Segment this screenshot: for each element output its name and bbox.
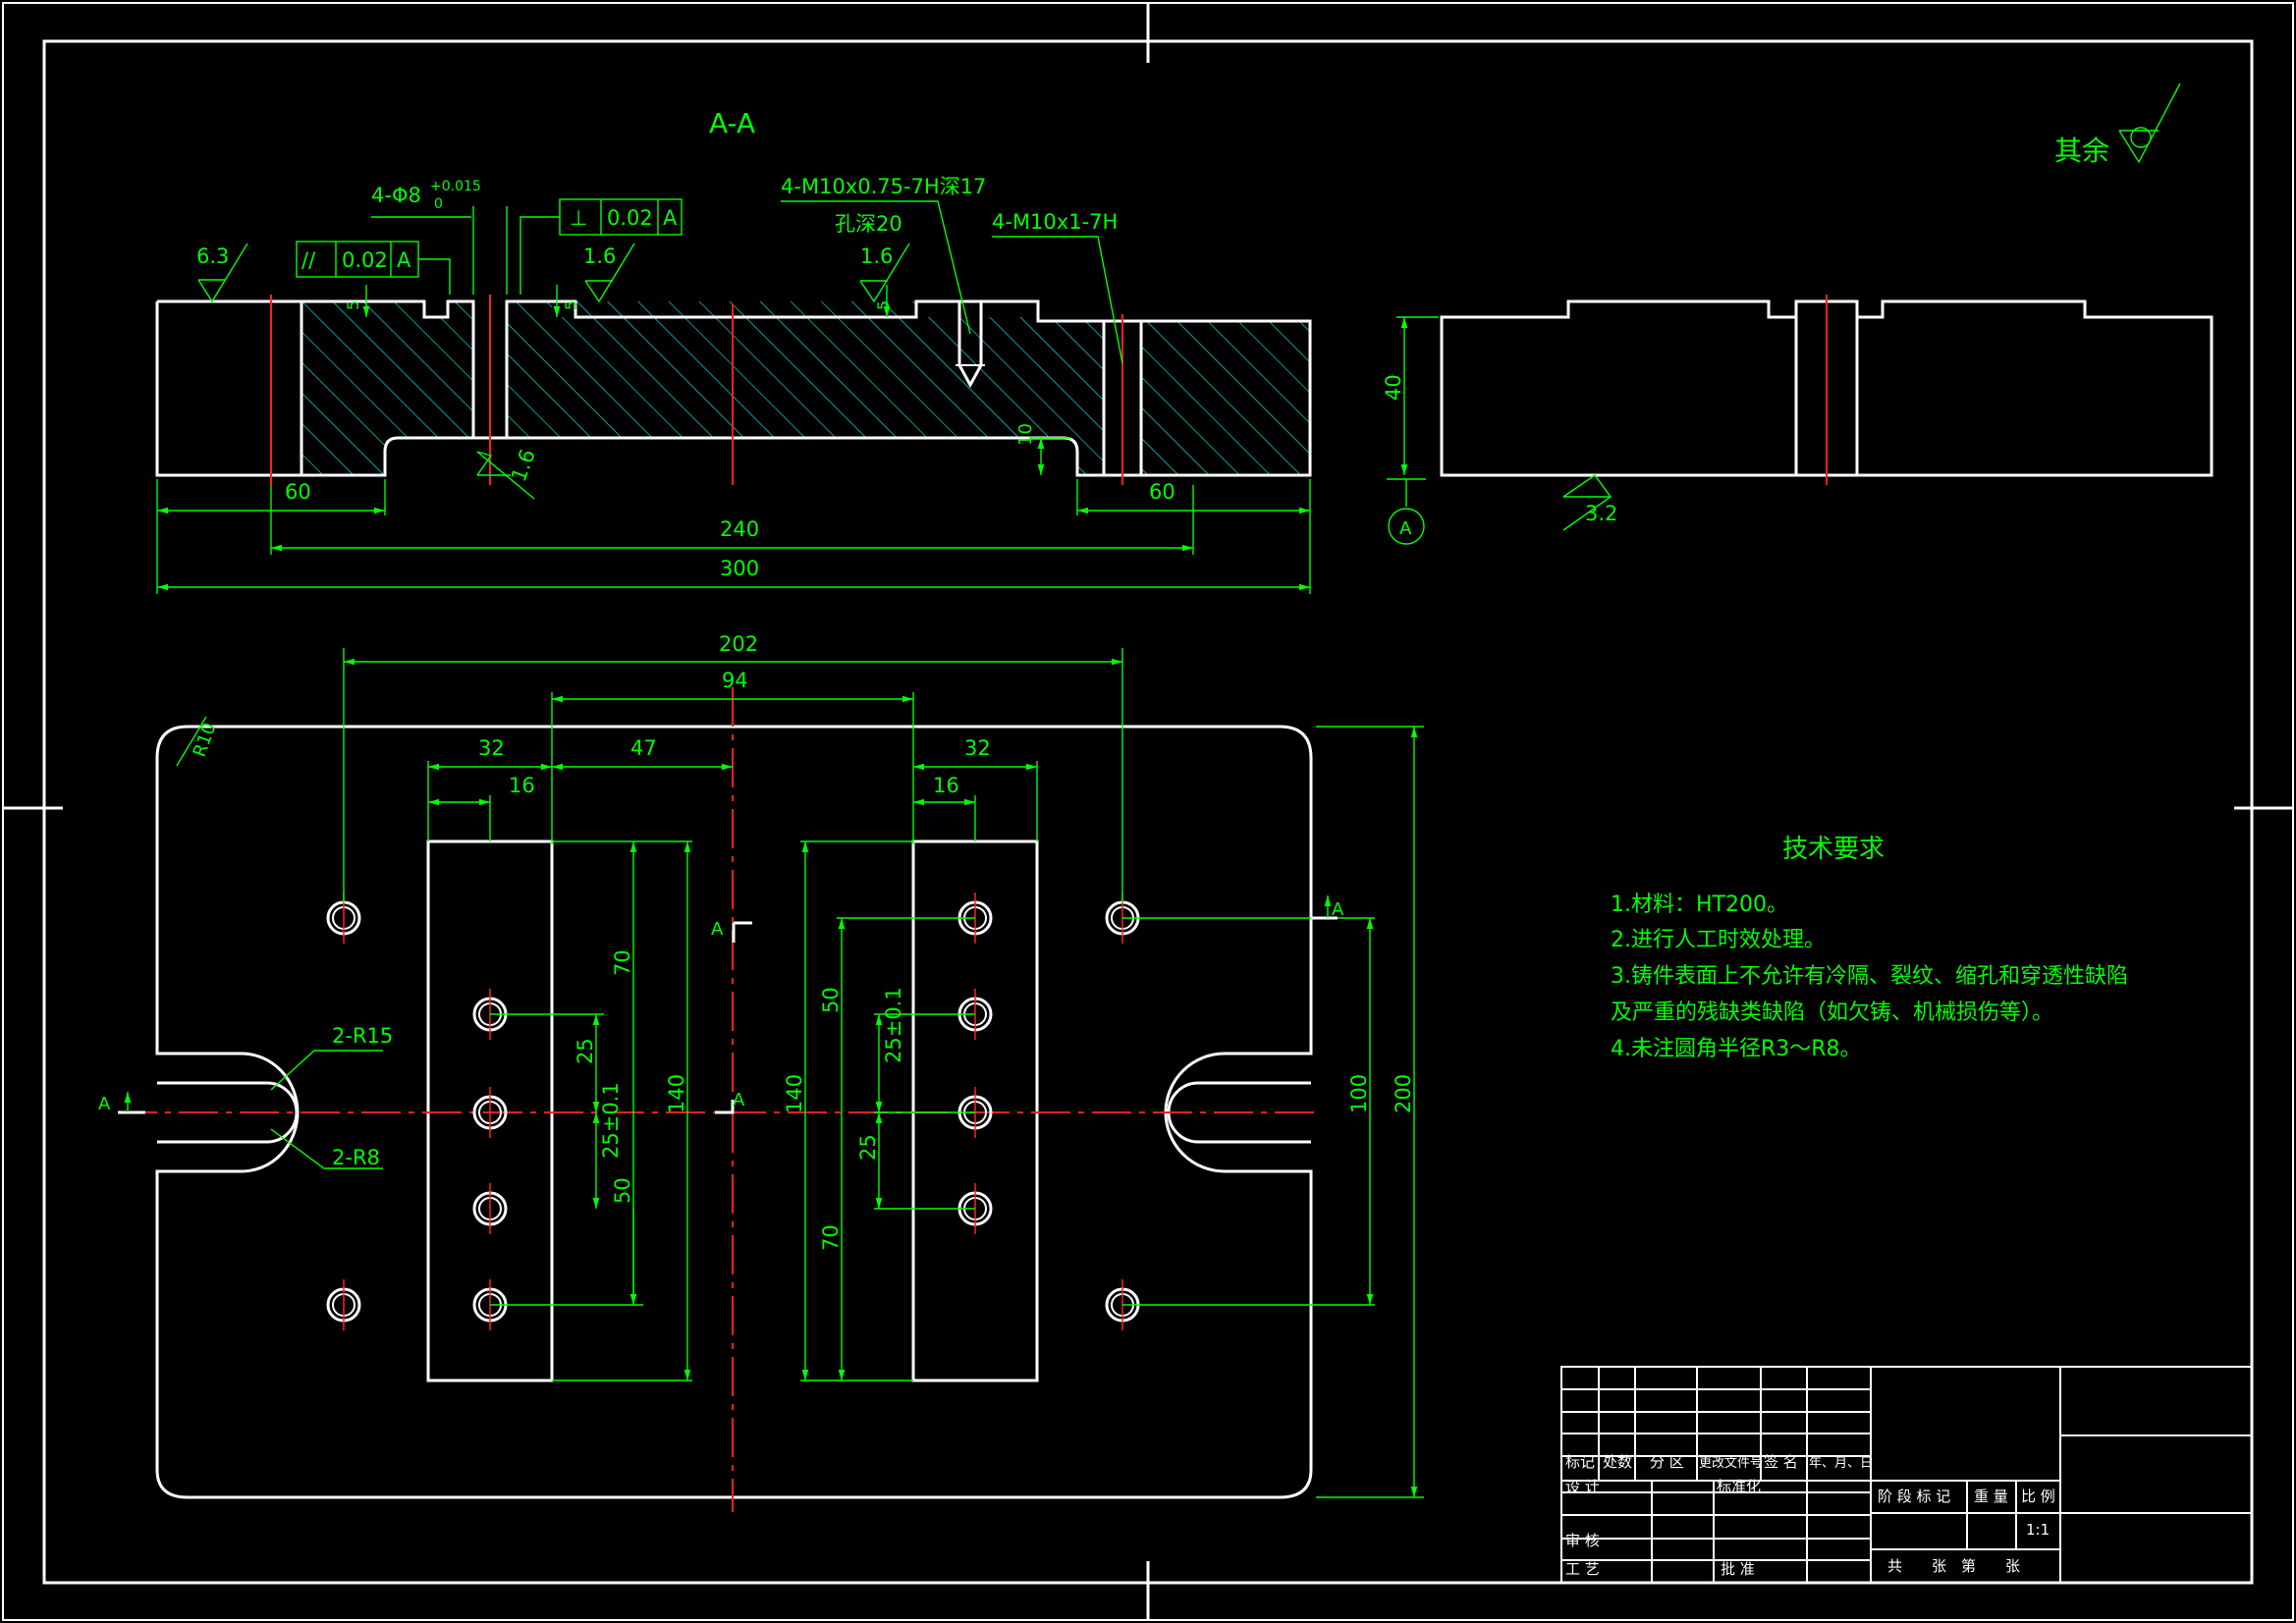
bolt-hole	[472, 1183, 508, 1234]
roughness-1-6-b-value: 1.6	[860, 244, 893, 268]
fcf-perp-symbol: ⊥	[570, 206, 587, 230]
dim-140-right: 140	[783, 1074, 806, 1113]
default-roughness-label: 其余	[2054, 135, 2109, 167]
tech-item-2: 2.进行人工时效处理。	[1611, 928, 1826, 952]
thread-callout-1: 4-M10x0.75-7H深17	[781, 175, 986, 198]
section-mark-top: A	[711, 919, 724, 940]
holes-phi-callout: 4-Φ8	[371, 184, 421, 207]
dim-25-tol-right: 25±0.1	[882, 987, 905, 1063]
dim-300: 300	[720, 557, 759, 580]
tb-review: 审 核	[1565, 1532, 1600, 1549]
section-view	[155, 295, 1312, 485]
tb-scale-label: 比 例	[2021, 1488, 2055, 1505]
holes-phi-tol-upper: +0.015	[430, 179, 481, 194]
roughness-1-6-a-value: 1.6	[583, 244, 616, 268]
tb-sheets: 共 张 第 张	[1887, 1557, 2020, 1575]
dim-200: 200	[1392, 1074, 1415, 1113]
tb-weight: 重 量	[1974, 1488, 2008, 1505]
fcf-perpendicular: ⊥ 0.02 A	[519, 198, 683, 295]
tech-item-3: 3.铸件表面上不允许有冷隔、裂纹、缩孔和穿透性缺陷	[1611, 964, 2128, 989]
title-block: 标记 处数 分 区 更改文件号 签 名 年、月、日 设 计 标准化 审 核 工 …	[1560, 1366, 2253, 1584]
radius-2-r8: 2-R8	[332, 1146, 380, 1169]
default-roughness-icon	[2118, 82, 2181, 164]
section-mark-mid: A	[733, 1090, 745, 1110]
side-view: 40 A 3.2	[1382, 295, 2214, 545]
datum-a-label: A	[1399, 518, 1412, 539]
dim-60-right: 60	[1149, 480, 1175, 504]
dim-94: 94	[722, 669, 748, 692]
dim-202: 202	[719, 632, 758, 656]
plan-dimensions: 202 94 32 47 32 16 16 70 25 25±0.1 50 14…	[98, 632, 1424, 1498]
dim-140-left: 140	[665, 1074, 688, 1113]
dim-16-right: 16	[933, 774, 959, 797]
section-callouts: 4-Φ8 +0.015 0 4-M10x0.75-7H深17 孔深20 4-M1…	[196, 82, 2181, 500]
dim-16-left: 16	[509, 774, 535, 797]
dim-10: 10	[1015, 423, 1036, 446]
dim-32-left: 32	[478, 736, 505, 760]
section-dimensions: 60 60 240 300 10 5 5 5	[156, 285, 1311, 594]
fcf-parallel-datum: A	[397, 248, 411, 272]
section-mark-right: A	[1332, 899, 1344, 920]
tb-design: 设 计	[1565, 1478, 1600, 1495]
roughness-6-3: 6.3	[196, 243, 248, 303]
tech-item-1: 1.材料：HT200。	[1611, 893, 1788, 917]
tb-label-date: 年、月、日	[1809, 1456, 1873, 1471]
tech-title: 技术要求	[1782, 835, 1885, 864]
radius-2-r15: 2-R15	[332, 1024, 393, 1048]
holes-phi-tol-lower: 0	[434, 196, 443, 212]
tb-label-mark: 标记	[1565, 1453, 1595, 1471]
tb-label-zone: 分 区	[1650, 1453, 1684, 1471]
plan-view	[118, 687, 1316, 1512]
dim-40: 40	[1382, 374, 1405, 401]
tb-label-count: 处数	[1603, 1453, 1632, 1471]
roughness-3-2-value: 3.2	[1585, 502, 1617, 525]
roughness-1-6-a: 1.6	[583, 243, 635, 303]
dim-50-right: 50	[819, 987, 843, 1013]
fcf-perp-datum: A	[663, 206, 678, 230]
tb-stage: 阶 段 标 记	[1878, 1488, 1950, 1505]
dim-60-left: 60	[285, 480, 311, 504]
dim-5-b: 5	[562, 300, 580, 310]
dim-50-left: 50	[611, 1177, 634, 1204]
tech-item-3b: 及严重的残缺类缺陷（如欠铸、机械损伤等）。	[1611, 1001, 2053, 1025]
fcf-parallel-value: 0.02	[342, 248, 388, 272]
fcf-parallel-symbol: //	[301, 248, 316, 272]
dim-240: 240	[720, 517, 759, 541]
dim-32-right: 32	[964, 736, 991, 760]
roughness-1-6-c: 1.6	[476, 446, 540, 500]
dim-25-left: 25	[574, 1038, 597, 1064]
dim-5-c: 5	[874, 300, 893, 310]
tb-scale: 1:1	[2026, 1521, 2050, 1539]
tb-craft: 工 艺	[1565, 1560, 1600, 1578]
dim-47: 47	[630, 736, 657, 760]
thread-callout-1-sub: 孔深20	[835, 212, 902, 236]
fcf-parallel: // 0.02 A	[296, 241, 451, 295]
technical-requirements: 技术要求 1.材料：HT200。 2.进行人工时效处理。 3.铸件表面上不允许有…	[1611, 835, 2128, 1061]
tech-item-4: 4.未注圆角半径R3～R8。	[1611, 1037, 1862, 1061]
dim-70-left: 70	[611, 949, 634, 976]
roughness-1-6-c-value: 1.6	[507, 446, 540, 485]
tb-standard: 标准化	[1717, 1478, 1761, 1495]
section-title: A-A	[709, 107, 755, 139]
tb-approve: 批 准	[1721, 1560, 1755, 1578]
roughness-6-3-value: 6.3	[196, 244, 229, 268]
dim-25-tol-left: 25±0.1	[599, 1082, 623, 1159]
thread-callout-2: 4-M10x1-7H	[992, 210, 1118, 234]
dim-25-right: 25	[856, 1134, 880, 1161]
dim-70-right: 70	[819, 1224, 843, 1251]
bolt-hole	[472, 1087, 508, 1138]
fcf-perp-value: 0.02	[607, 206, 653, 230]
dim-100: 100	[1347, 1074, 1371, 1113]
roughness-1-6-b: 1.6	[859, 243, 910, 303]
section-mark-left: A	[98, 1094, 111, 1114]
dim-5-a: 5	[344, 300, 362, 310]
mount-hole	[326, 1279, 361, 1330]
tb-label-change-doc: 更改文件号	[1699, 1456, 1763, 1471]
tb-label-sign: 签 名	[1764, 1453, 1798, 1471]
